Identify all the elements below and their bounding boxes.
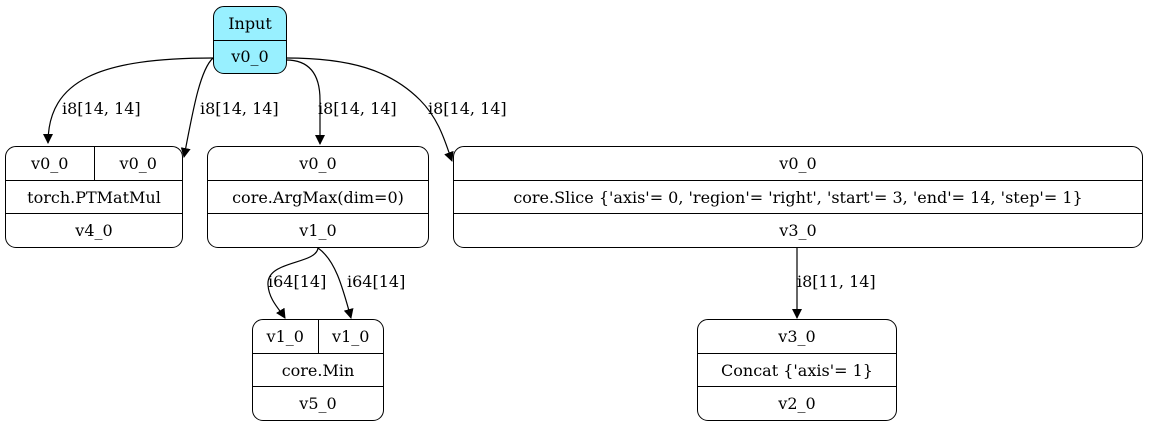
node-concat-input: v3_0 bbox=[778, 326, 816, 346]
edge-argmax-min-1 bbox=[267, 247, 319, 319]
edge-input-matmul-1 bbox=[43, 57, 214, 144]
node-min-output: v5_0 bbox=[253, 386, 383, 420]
node-argmax[interactable]: v0_0 core.ArgMax(dim=0) v1_0 bbox=[207, 146, 429, 248]
node-argmax-output: v1_0 bbox=[208, 213, 428, 247]
edge-input-matmul-2 bbox=[180, 57, 214, 158]
node-input-output: v0_0 bbox=[214, 39, 286, 74]
edge-label-input-matmul-1: i8[14, 14] bbox=[62, 99, 141, 118]
edge-input-argmax bbox=[285, 59, 325, 145]
node-slice-input: v0_0 bbox=[779, 153, 817, 173]
node-argmax-op: core.ArgMax(dim=0) bbox=[208, 179, 428, 214]
node-concat-op: Concat {'axis'= 1} bbox=[698, 352, 896, 387]
node-matmul-input-0: v0_0 bbox=[31, 153, 69, 173]
node-min-inputs: v1_0 v1_0 bbox=[253, 320, 383, 353]
edge-label-argmax-min-2: i64[14] bbox=[347, 272, 406, 291]
node-input-title: Input bbox=[228, 13, 272, 33]
node-concat[interactable]: v3_0 Concat {'axis'= 1} v2_0 bbox=[697, 319, 897, 421]
node-matmul-op: torch.PTMatMul bbox=[6, 179, 182, 214]
node-min-input-1: v1_0 bbox=[317, 320, 384, 353]
node-matmul-inputs: v0_0 v0_0 bbox=[6, 147, 182, 180]
node-min-input-0: v1_0 bbox=[266, 326, 304, 346]
edge-argmax-min-2 bbox=[317, 247, 354, 319]
node-min[interactable]: v1_0 v1_0 core.Min v5_0 bbox=[252, 319, 384, 421]
node-matmul-input-1: v0_0 bbox=[93, 147, 183, 180]
node-concat-output: v2_0 bbox=[698, 386, 896, 420]
node-slice-op: core.Slice {'axis'= 0, 'region'= 'right'… bbox=[454, 179, 1142, 214]
node-slice[interactable]: v0_0 core.Slice {'axis'= 0, 'region'= 'r… bbox=[453, 146, 1143, 248]
node-matmul[interactable]: v0_0 v0_0 torch.PTMatMul v4_0 bbox=[5, 146, 183, 248]
edge-input-slice bbox=[285, 57, 454, 162]
edge-label-argmax-min-1: i64[14] bbox=[268, 272, 327, 291]
node-input[interactable]: Input v0_0 bbox=[213, 6, 287, 74]
node-min-op: core.Min bbox=[253, 352, 383, 387]
edge-label-slice-concat: i8[11, 14] bbox=[797, 272, 876, 291]
edge-label-input-matmul-2: i8[14, 14] bbox=[200, 99, 279, 118]
node-argmax-input: v0_0 bbox=[299, 153, 337, 173]
node-slice-output: v3_0 bbox=[454, 213, 1142, 247]
edge-label-input-argmax: i8[14, 14] bbox=[318, 99, 397, 118]
node-matmul-output: v4_0 bbox=[6, 213, 182, 247]
edge-label-input-slice: i8[14, 14] bbox=[428, 99, 507, 118]
